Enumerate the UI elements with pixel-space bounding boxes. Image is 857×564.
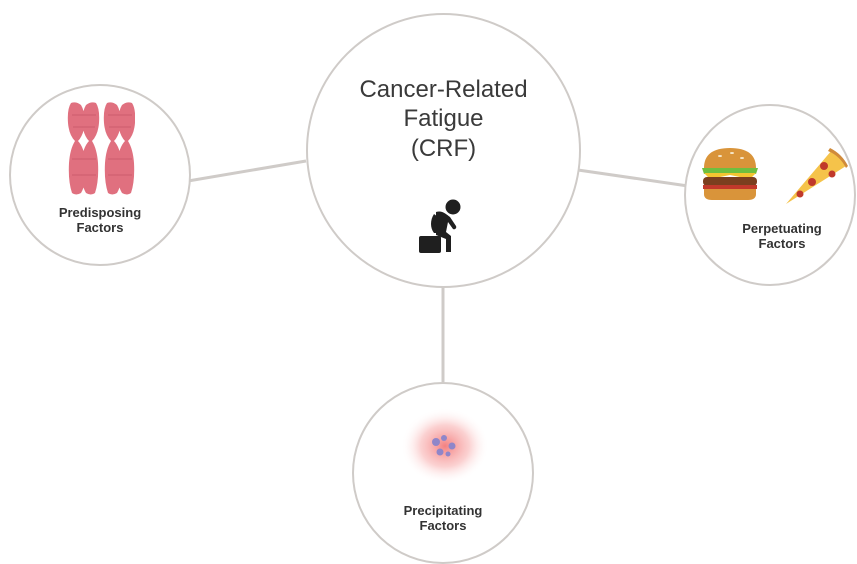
predisposing-label-line-2: Factors xyxy=(76,219,124,235)
predisposing-node: Predisposing Factors xyxy=(9,84,191,266)
center-title-line-2: Fatigue xyxy=(403,105,484,133)
center-title-line-3: (CRF) xyxy=(410,134,477,162)
precipitating-label-line-1: Precipitating xyxy=(403,503,483,518)
burger-icon xyxy=(702,148,758,200)
center-title: Cancer-Related Fatigue (CRF) xyxy=(308,75,579,163)
precipitating-label-line-2: Factors xyxy=(419,517,467,533)
predisposing-label: Predisposing Factors xyxy=(11,205,189,235)
perpetuating-label-line-1: Perpetuating xyxy=(742,221,822,236)
perpetuating-label-line-2: Factors xyxy=(758,235,806,251)
precipitating-label: Precipitating Factors xyxy=(354,503,532,533)
precipitating-node: Precipitating Factors xyxy=(352,382,534,564)
perpetuating-label: Perpetuating Factors xyxy=(698,221,857,251)
chromosome-icon xyxy=(67,102,135,195)
fatigued-person-icon xyxy=(419,199,461,253)
pizza-icon xyxy=(786,148,848,204)
connector-predisposing xyxy=(187,159,307,183)
connector-perpetuating xyxy=(577,168,689,188)
predisposing-label-line-1: Predisposing xyxy=(58,205,142,220)
center-title-line-1: Cancer-Related xyxy=(359,76,528,103)
center-node: Cancer-Related Fatigue (CRF) xyxy=(306,13,581,288)
perpetuating-node: Perpetuating Factors xyxy=(684,104,856,286)
cancer-cell-icon xyxy=(401,408,489,484)
